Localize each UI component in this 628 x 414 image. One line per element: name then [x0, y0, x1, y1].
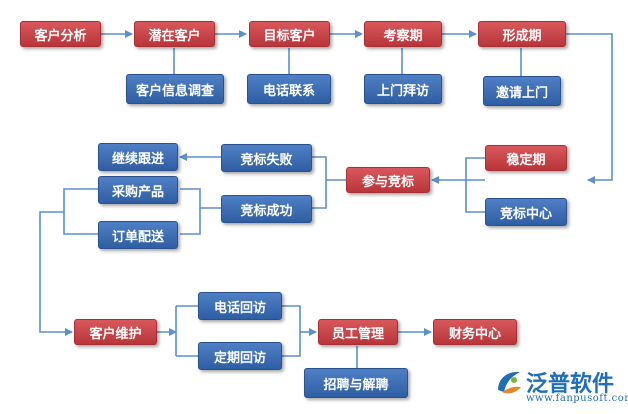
node-customer-info-survey: 客户信息调查: [126, 74, 224, 104]
node-phone-contact: 电话联系: [247, 74, 331, 104]
node-bid-failed: 竞标失败: [221, 144, 312, 172]
node-target-customer: 目标客户: [249, 21, 330, 47]
node-customer-analysis: 客户分析: [20, 21, 101, 47]
logo-mark-icon: [498, 371, 521, 394]
node-participate-bid: 参与竞标: [346, 167, 430, 193]
node-stable-period: 稳定期: [485, 145, 567, 171]
node-order-delivery: 订单配送: [98, 221, 178, 249]
node-potential-customer: 潜在客户: [134, 21, 215, 47]
node-bid-success: 竞标成功: [221, 195, 312, 223]
node-hire-fire: 招聘与解聘: [304, 368, 408, 398]
node-phone-revisit: 电话回访: [198, 292, 282, 320]
node-finance-center: 财务中心: [433, 319, 517, 345]
node-inspection-period: 考察期: [364, 21, 442, 47]
logo-name: 泛普软件: [526, 372, 615, 397]
logo-url: www.fanpusoft.com: [526, 393, 628, 404]
node-continue-follow: 继续跟进: [98, 143, 178, 171]
node-purchase-product: 采购产品: [98, 176, 178, 204]
node-invite-visit: 邀请上门: [483, 76, 561, 106]
node-home-visit: 上门拜访: [364, 74, 442, 104]
brand-logo: 泛普软件 www.fanpusoft.com: [494, 364, 628, 410]
node-regular-revisit: 定期回访: [198, 342, 282, 370]
node-staff-management: 员工管理: [318, 319, 398, 345]
node-bid-center: 竞标中心: [485, 198, 567, 226]
node-customer-maintenance: 客户维护: [74, 319, 157, 345]
node-formation-period: 形成期: [478, 21, 566, 47]
